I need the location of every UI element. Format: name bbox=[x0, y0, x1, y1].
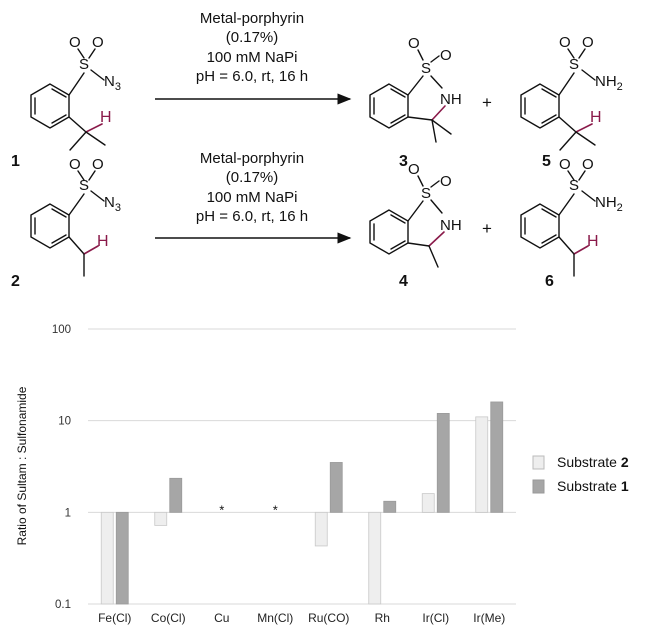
bar-substrate-2-fecl bbox=[100, 511, 114, 605]
svg-text:H: H bbox=[587, 233, 599, 250]
y-tick-labels: 0.1 1 10 100 bbox=[52, 324, 71, 611]
category-labels: Fe(Cl) Co(Cl) Cu Mn(Cl) Ru(CO) Rh Ir(Cl) Ir(Me) bbox=[98, 611, 505, 625]
svg-text:(0.17%): (0.17%) bbox=[226, 169, 279, 186]
no-data-asterisk: * bbox=[273, 502, 278, 517]
compound-label-5: 5 bbox=[542, 153, 551, 170]
bar-substrate-2-ruco bbox=[314, 511, 328, 547]
svg-text:O: O bbox=[408, 35, 420, 52]
y-axis-label: Ratio of Sultam : Sulfonamide bbox=[15, 386, 29, 545]
svg-text:N3: N3 bbox=[104, 194, 121, 214]
svg-text:O: O bbox=[92, 156, 104, 173]
svg-text:NH2: NH2 bbox=[595, 73, 623, 93]
bar-substrate-2-ircl bbox=[421, 493, 435, 513]
atom-O: O bbox=[92, 34, 104, 51]
bar-substrate-2-irme bbox=[475, 416, 489, 513]
svg-text:O: O bbox=[559, 34, 571, 51]
annotations: ** bbox=[219, 502, 278, 517]
svg-text:Metal-porphyrin: Metal-porphyrin bbox=[200, 150, 304, 167]
plus-sign: + bbox=[482, 93, 492, 112]
atom-S: S bbox=[79, 56, 89, 73]
svg-text:pH = 6.0, rt, 16 h: pH = 6.0, rt, 16 h bbox=[196, 68, 308, 85]
svg-text:NH2: NH2 bbox=[595, 194, 623, 214]
category-label: Cu bbox=[214, 611, 229, 625]
atom-N3: N3 bbox=[104, 73, 121, 93]
compound-label-1: 1 bbox=[11, 153, 20, 170]
category-label: Fe(Cl) bbox=[98, 611, 131, 625]
svg-text:Metal-porphyrin: Metal-porphyrin bbox=[200, 10, 304, 27]
category-label: Mn(Cl) bbox=[257, 611, 293, 625]
svg-text:NH: NH bbox=[440, 217, 462, 234]
bars bbox=[100, 401, 504, 605]
legend-swatch-substrate-1 bbox=[532, 479, 545, 494]
svg-text:O: O bbox=[559, 156, 571, 173]
reaction1-conditions: Metal-porphyrin (0.17%) 100 mM NaPi pH =… bbox=[196, 10, 308, 85]
legend-label-substrate-1: Substrate 1 bbox=[557, 478, 629, 494]
svg-text:(0.17%): (0.17%) bbox=[226, 29, 279, 46]
bar-substrate-1-ircl bbox=[436, 413, 450, 513]
bar-substrate-1-fecl bbox=[115, 511, 129, 605]
reaction2-conditions: Metal-porphyrin (0.17%) 100 mM NaPi pH =… bbox=[196, 150, 308, 225]
legend: Substrate 2 Substrate 1 bbox=[532, 454, 629, 494]
svg-text:H: H bbox=[97, 233, 109, 250]
svg-text:O: O bbox=[582, 34, 594, 51]
reaction-scheme: S O O N3 H 1 Metal-porphyrin (0.17%) 100… bbox=[11, 10, 623, 290]
legend-swatch-substrate-2 bbox=[532, 455, 545, 470]
svg-text:100 mM NaPi: 100 mM NaPi bbox=[207, 189, 298, 206]
category-label: Co(Cl) bbox=[151, 611, 186, 625]
compound-5-structure: S O O NH2 H bbox=[520, 34, 623, 151]
y-tick-label: 100 bbox=[52, 324, 71, 336]
y-tick-label: 10 bbox=[58, 416, 71, 428]
svg-text:O: O bbox=[440, 47, 452, 64]
grid-lines bbox=[88, 328, 516, 605]
atom-O: O bbox=[69, 34, 81, 51]
compound-label-4: 4 bbox=[399, 273, 408, 290]
bar-substrate-2-cocl bbox=[154, 511, 168, 526]
svg-text:NH: NH bbox=[440, 91, 462, 108]
category-label: Rh bbox=[375, 611, 390, 625]
svg-text:S: S bbox=[569, 177, 579, 194]
svg-text:S: S bbox=[569, 56, 579, 73]
compound-label-3: 3 bbox=[399, 153, 408, 170]
svg-text:S: S bbox=[421, 60, 431, 77]
compound-3-structure: S O O NH bbox=[369, 35, 462, 143]
svg-text:O: O bbox=[408, 161, 420, 178]
svg-text:pH = 6.0, rt, 16 h: pH = 6.0, rt, 16 h bbox=[196, 208, 308, 225]
compound-1-structure: S O O N3 H bbox=[30, 34, 121, 151]
compound-6-structure: S O O NH2 H bbox=[520, 156, 623, 277]
compound-label-2: 2 bbox=[11, 273, 20, 290]
bar-substrate-1-rh bbox=[383, 500, 397, 513]
bar-substrate-1-ruco bbox=[329, 462, 343, 513]
bar-substrate-1-irme bbox=[490, 401, 504, 513]
svg-text:O: O bbox=[440, 173, 452, 190]
plus-sign: + bbox=[482, 219, 492, 238]
svg-text:H: H bbox=[590, 109, 602, 126]
atom-H-highlight: H bbox=[100, 109, 112, 126]
no-data-asterisk: * bbox=[219, 502, 224, 517]
svg-text:100 mM NaPi: 100 mM NaPi bbox=[207, 49, 298, 66]
compound-2-structure: S O O N3 H bbox=[30, 156, 121, 277]
y-tick-label: 0.1 bbox=[55, 599, 71, 611]
bar-substrate-1-cocl bbox=[169, 477, 183, 513]
category-label: Ir(Me) bbox=[473, 611, 505, 625]
category-label: Ru(CO) bbox=[308, 611, 349, 625]
y-tick-label: 1 bbox=[65, 507, 71, 519]
compound-4-structure: S O O NH bbox=[369, 161, 462, 268]
svg-text:O: O bbox=[69, 156, 81, 173]
svg-text:S: S bbox=[421, 185, 431, 202]
svg-text:O: O bbox=[582, 156, 594, 173]
category-label: Ir(Cl) bbox=[422, 611, 449, 625]
legend-label-substrate-2: Substrate 2 bbox=[557, 454, 629, 470]
compound-label-6: 6 bbox=[545, 273, 554, 290]
svg-text:S: S bbox=[79, 177, 89, 194]
bar-substrate-2-rh bbox=[368, 511, 382, 605]
